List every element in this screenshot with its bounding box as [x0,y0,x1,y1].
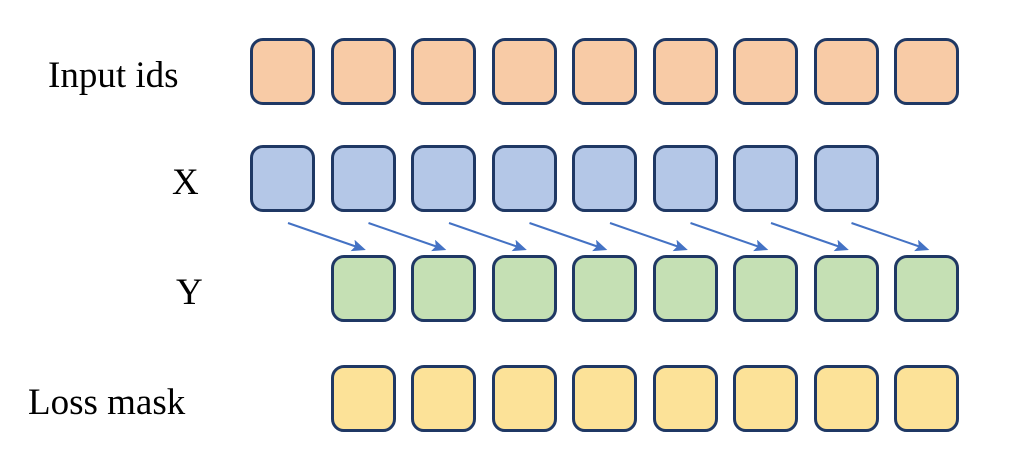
cell-x-2 [411,145,476,212]
cell-input-ids-7 [813,38,879,105]
shift-arrow-6 [770,222,849,252]
cell-y-1 [411,255,476,322]
shift-arrow-0 [287,222,366,252]
cell-x-7 [813,145,879,212]
cell-x-3 [491,145,557,212]
shift-arrow-1 [368,222,447,252]
cell-y-4 [652,255,718,322]
cell-y-6 [813,255,879,322]
row-label-y: Y [176,272,203,313]
cell-y-0 [330,255,396,322]
cell-loss-mask-6 [813,365,879,432]
row-label-input-ids: Input ids [48,55,179,96]
cell-input-ids-5 [652,38,718,105]
cell-input-ids-2 [411,38,476,105]
row-label-loss-mask: Loss mask [28,382,186,423]
cell-loss-mask-3 [572,365,637,432]
shift-arrow-4 [609,222,688,252]
cell-input-ids-8 [894,38,959,105]
cell-y-3 [572,255,637,322]
cell-x-1 [330,145,396,212]
cell-x-6 [733,145,798,212]
shift-arrows [287,222,930,252]
cell-loss-mask-0 [330,365,396,432]
row-label-x: X [172,162,199,203]
shift-arrow-7 [851,222,930,252]
cell-y-5 [733,255,798,322]
cell-input-ids-4 [572,38,637,105]
cell-input-ids-6 [733,38,798,105]
cell-y-7 [894,255,959,322]
shift-arrow-3 [529,222,608,252]
cell-loss-mask-4 [652,365,718,432]
cell-x-5 [652,145,718,212]
cell-y-2 [491,255,557,322]
shift-arrow-2 [448,222,527,252]
cell-loss-mask-5 [733,365,798,432]
cell-loss-mask-1 [411,365,476,432]
cell-input-ids-3 [491,38,557,105]
cell-x-4 [572,145,637,212]
shift-arrow-5 [690,222,769,252]
cell-loss-mask-7 [894,365,959,432]
cell-x-0 [250,145,315,212]
cell-input-ids-0 [250,38,315,105]
cell-input-ids-1 [330,38,396,105]
cell-loss-mask-2 [491,365,557,432]
